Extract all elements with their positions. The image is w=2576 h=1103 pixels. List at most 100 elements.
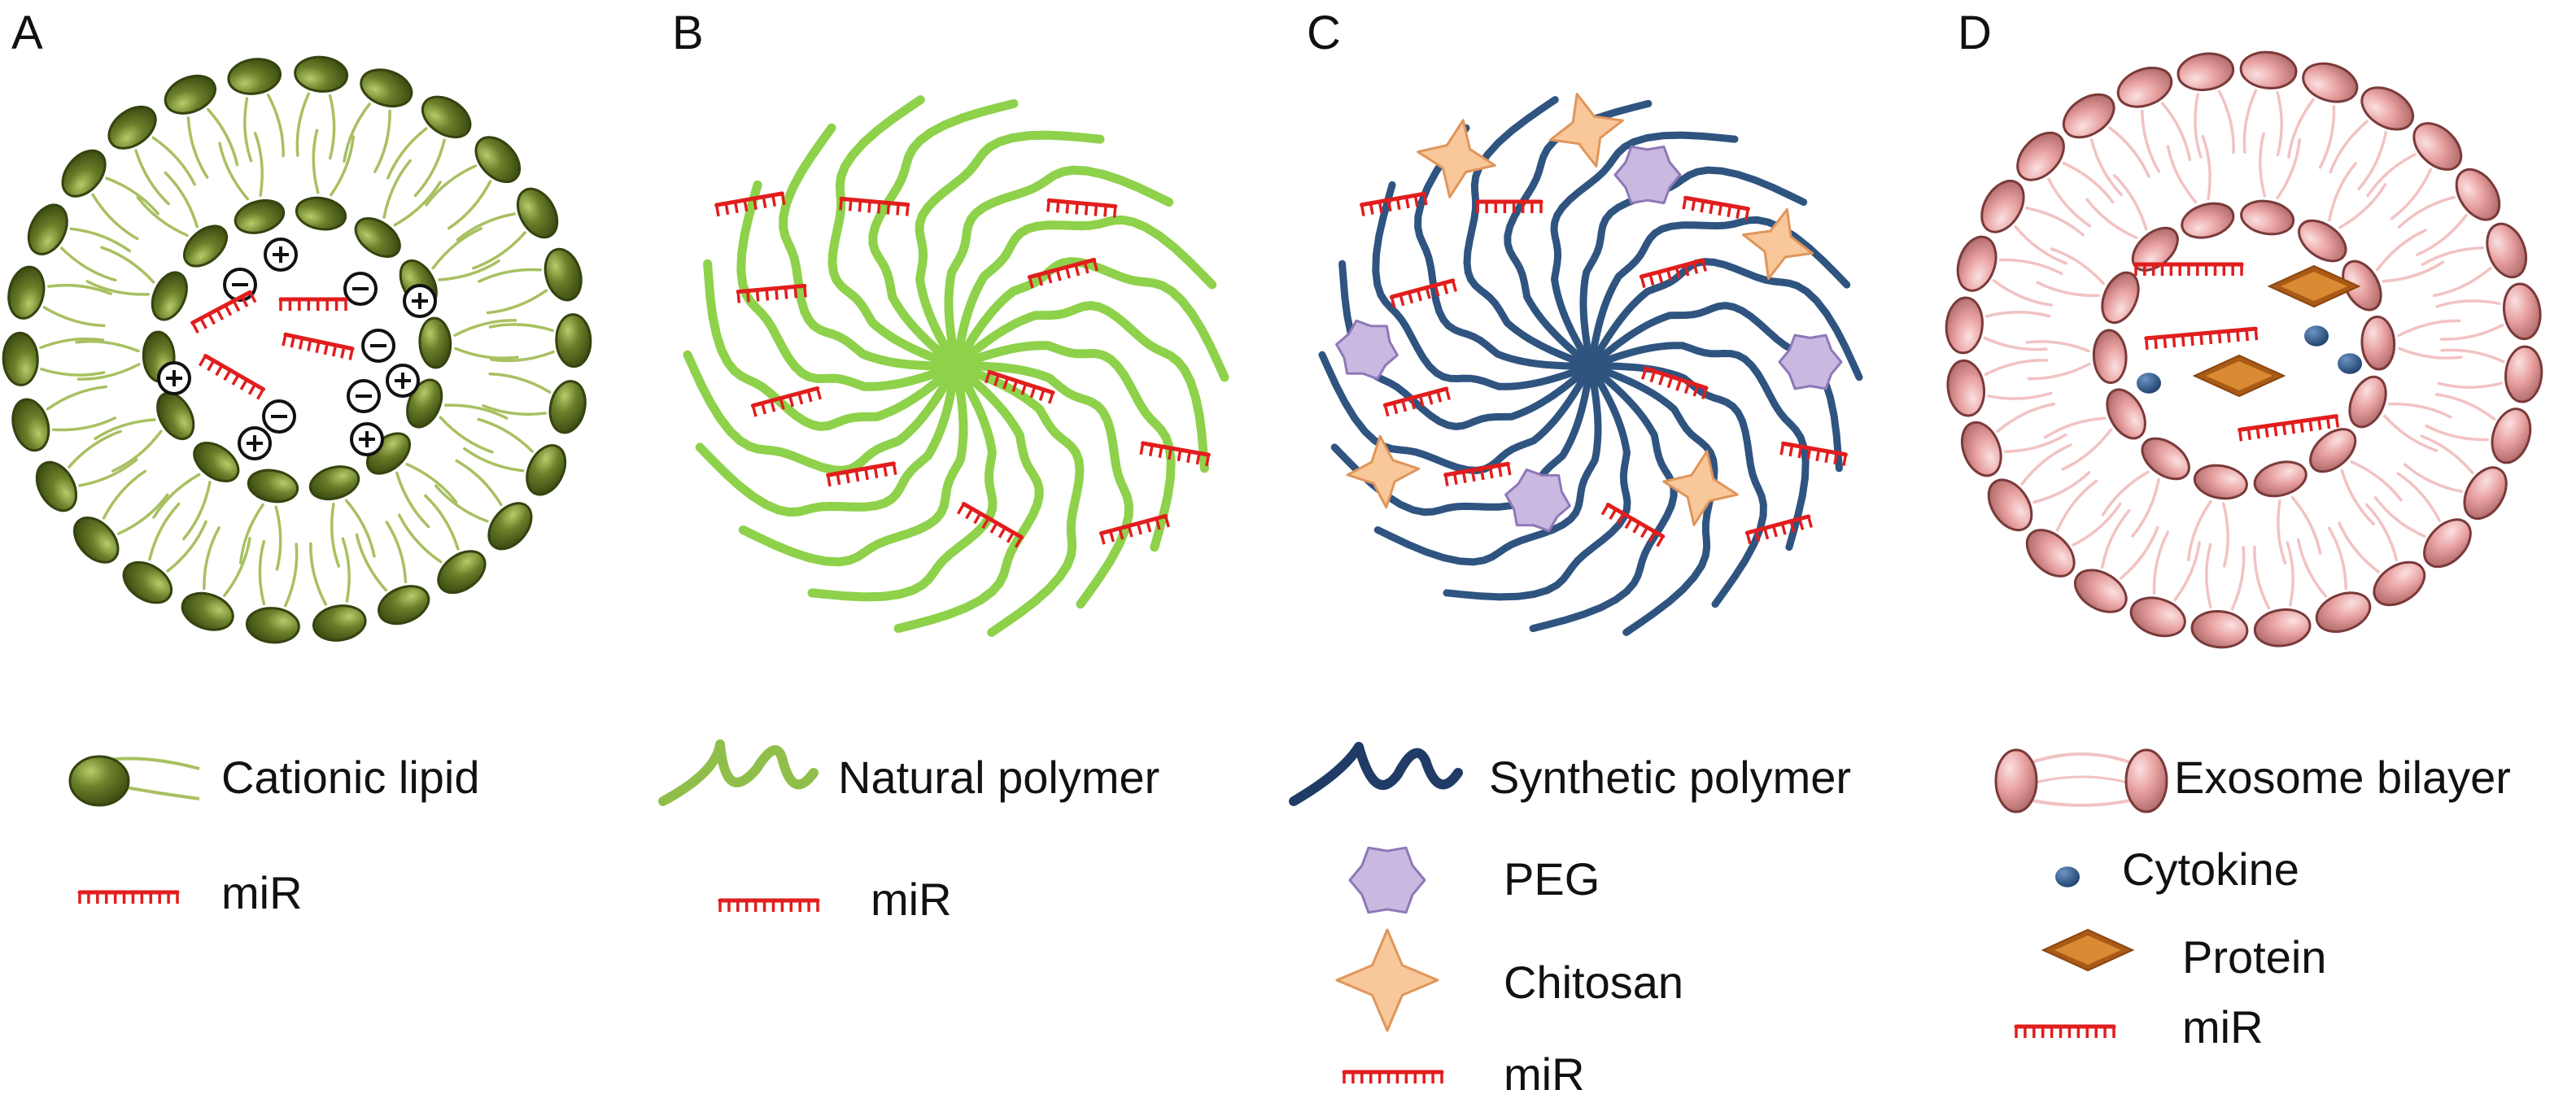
lipid-head [516, 187, 559, 239]
mir-strand [1475, 199, 1543, 213]
lipid-tail [2350, 460, 2403, 502]
protein-icon [2041, 928, 2135, 972]
lipid-tail [2108, 126, 2150, 178]
polymer-chain [951, 301, 1209, 473]
lipid-head [544, 247, 583, 302]
mir-strand [2238, 414, 2340, 442]
mir-strand [750, 386, 822, 417]
chitosan-star [1346, 434, 1421, 509]
lipid-tail [2416, 214, 2468, 256]
polymer-chain [1414, 124, 1595, 370]
lipid-head [247, 469, 299, 504]
mir-strand [1139, 441, 1211, 467]
polymer-chain [951, 361, 1133, 609]
exosome-bilayer-icon [1994, 748, 2168, 813]
mir-strand [826, 461, 897, 487]
lipid-head [1980, 179, 2025, 233]
synthetic-polymer-icon [1289, 742, 1463, 806]
lipid-tail [51, 416, 116, 432]
lipid-tail [2435, 299, 2501, 308]
lipid-tail [2201, 135, 2211, 200]
lipid-tail [2276, 90, 2283, 157]
polymer-chain [915, 130, 1105, 371]
mir-strand [2144, 326, 2259, 350]
lipid-tail [2329, 120, 2369, 174]
lipid-head [7, 265, 46, 320]
positive-charge-icon [350, 422, 384, 456]
lipid-head [2502, 282, 2542, 341]
polymer-chain [1463, 96, 1595, 370]
lipid-tail [2089, 138, 2123, 197]
lipid-tail [2397, 195, 2456, 229]
lipid-tail [2141, 109, 2161, 173]
lipid-head [2298, 219, 2347, 263]
lipid-tail [60, 246, 117, 282]
negative-charge-icon [361, 329, 395, 363]
positive-charge-icon [264, 238, 298, 272]
lipid-tail [397, 513, 443, 564]
lipid-tail [2100, 509, 2131, 569]
polymer-core [950, 360, 962, 372]
lipid-tail [2338, 183, 2387, 229]
negative-charge-icon [347, 379, 381, 413]
lipid-tail [2340, 469, 2376, 526]
lipid-tail [2221, 502, 2229, 568]
mir-icon [2014, 1024, 2116, 1038]
polymer-chain [807, 361, 998, 602]
polymer-chain [1504, 99, 1653, 370]
lipid-head [2062, 93, 2115, 139]
lipid-head [1946, 359, 1986, 417]
polymer-chain [951, 215, 1217, 371]
lipid-tail [2242, 89, 2258, 154]
legend-label-protein: Protein [2182, 931, 2326, 983]
lipid-tail [116, 493, 169, 535]
mir-strand [718, 898, 820, 912]
lipid-head [68, 755, 130, 807]
mir-strand [1600, 503, 1666, 547]
lipid-tail [2338, 521, 2380, 573]
lipid-head [2348, 375, 2387, 429]
legend-label-mir-c: miR [1504, 1049, 1585, 1100]
mir-strand [1098, 513, 1170, 545]
synthetic-polymer-nanoparticle-diagram [1318, 93, 1863, 636]
lipid-head [294, 55, 349, 93]
panel-letter-d: D [1958, 7, 1992, 59]
lipid-tail [105, 177, 160, 216]
polymer-chain [1289, 742, 1463, 806]
lipid-head [378, 585, 430, 626]
lipid-tail [463, 447, 525, 473]
chitosan-star [1742, 208, 1814, 280]
lipid-head [1987, 478, 2033, 532]
lipid-tail [2152, 530, 2170, 595]
lipid-head [421, 95, 472, 139]
lipid-tail [2404, 463, 2463, 494]
lipid-tail [2396, 472, 2441, 522]
lipid-head [1960, 421, 2002, 477]
lipid-tail [2296, 538, 2327, 598]
lipid-head [1994, 748, 2038, 813]
lipid-tail [2050, 247, 2106, 286]
lipid-nanoparticle-diagram [2, 55, 592, 644]
lipid-head [2253, 460, 2307, 498]
lipid-head [2309, 428, 2357, 473]
lipid-tail [274, 505, 282, 571]
polymer-chain [658, 739, 819, 806]
lipid-tail [266, 94, 285, 158]
lipid-head [2116, 66, 2173, 108]
lipid-head [193, 442, 240, 482]
lipid-tail [2277, 499, 2287, 565]
lipid-tail [2085, 198, 2138, 239]
lipid-tail [2205, 543, 2212, 609]
polymer-core [1586, 361, 1596, 371]
lipid-tail [309, 542, 328, 606]
lipid-tail [2025, 340, 2090, 353]
legend-label-cationic-lipid: Cationic lipid [221, 752, 480, 803]
lipid-tail [1984, 359, 2049, 377]
polymer-chain [1372, 181, 1595, 390]
lipid-tail [2373, 495, 2426, 538]
lipid-head [2360, 316, 2396, 371]
legend-label-synthetic-polymer: Synthetic polymer [1489, 752, 1851, 803]
lipid-tail [148, 502, 181, 561]
lipid-tail [2036, 281, 2100, 298]
